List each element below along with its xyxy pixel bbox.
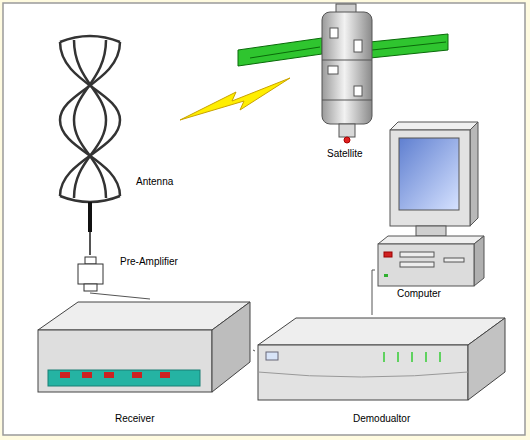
device-label: Demodualtor (353, 413, 410, 425)
device-label: Antenna (136, 176, 173, 188)
cable-connector (253, 350, 255, 351)
device-node: Satellite (305, 4, 389, 162)
device-label: Computer (397, 288, 441, 300)
computer-symbol (378, 122, 484, 286)
device-node: Receiver (35, 299, 253, 429)
cable-connector (89, 232, 91, 255)
device-label: Satellite (327, 148, 363, 160)
device-node: Antenna (50, 30, 180, 232)
cable-connector (90, 293, 150, 299)
receiver-symbol (38, 302, 250, 392)
cable-connector (372, 270, 375, 315)
device-label: Receiver (115, 413, 154, 425)
lightning-bolt (180, 78, 290, 120)
device-node: Demodualtor (255, 315, 507, 431)
device-node: Computer (375, 120, 487, 302)
device-label: Pre-Amplifier (120, 256, 178, 268)
demodulator-symbol (258, 318, 505, 400)
device-node: Pre-Amplifier (75, 255, 187, 293)
pre-amplifier-symbol (78, 257, 103, 291)
antenna-symbol (60, 36, 120, 232)
